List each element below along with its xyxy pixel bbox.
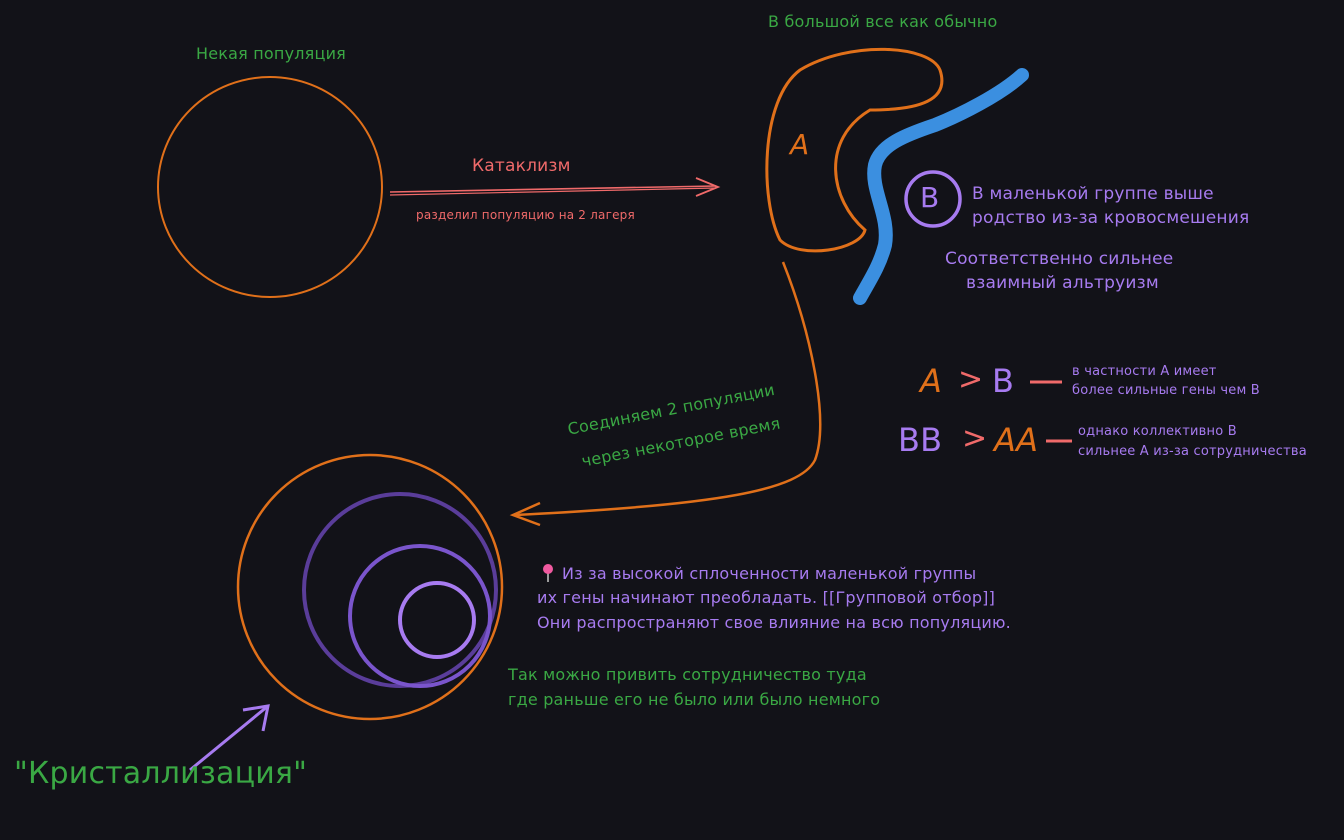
cataclysm-arrow [389,177,721,197]
merged-outer-circle [236,453,504,721]
merge-arrow [509,261,822,527]
cmp2-gt: > [962,421,988,456]
group-a-label: A [790,128,810,161]
cmp1-b: B [992,362,1015,400]
pin-note-line2: их гены начинают преобладать. [[Группово… [537,588,996,607]
coop-note-line2: где раньше его не было или было немного [508,690,881,709]
crystallization-label: "Кристаллизация" [14,756,308,791]
cmp2-note2: сильнее A из-за сотрудничества [1078,444,1307,459]
merged-ring-dark [302,492,498,688]
cataclysm-title: Катаклизм [472,156,571,176]
pin-note-line1: Из за высокой сплоченности маленькой гру… [562,564,977,583]
group-b-label: B [920,181,940,214]
crystallization-arrow [189,704,270,772]
cmp1-a: A [920,362,943,400]
b-note-line2: родство из-за кровосмешения [972,208,1250,228]
b-note-line1: В маленькой группе выше [972,184,1214,204]
pin-note-line3: Они распространяют свое влияние на всю п… [537,613,1011,632]
population-label: Некая популяция [196,44,346,63]
coop-note-line1: Так можно привить сотрудничество туда [508,665,867,684]
river-divider [853,68,1029,305]
cmp1-note2: более сильные гены чем B [1072,383,1260,398]
altruism-line1: Соответственно сильнее [945,249,1174,269]
cmp1-gt: > [958,362,984,397]
group-b-circle [904,170,962,228]
cmp1-note1: в частности A имеет [1072,364,1217,379]
merged-ring-inner [398,581,476,659]
big-group-note: В большой все как обычно [768,12,998,31]
merged-ring-mid [348,544,492,688]
cmp2-note1: однако коллективно B [1078,424,1237,439]
pushpin-icon [543,564,553,582]
group-a-blob [765,47,944,253]
cmp2-bb: BB [898,421,943,459]
cataclysm-subtitle: разделил популяцию на 2 лагеря [416,208,635,222]
population-circle [157,76,383,298]
cmp2-aa: AA [994,421,1039,459]
altruism-line2: взаимный альтруизм [966,273,1159,293]
